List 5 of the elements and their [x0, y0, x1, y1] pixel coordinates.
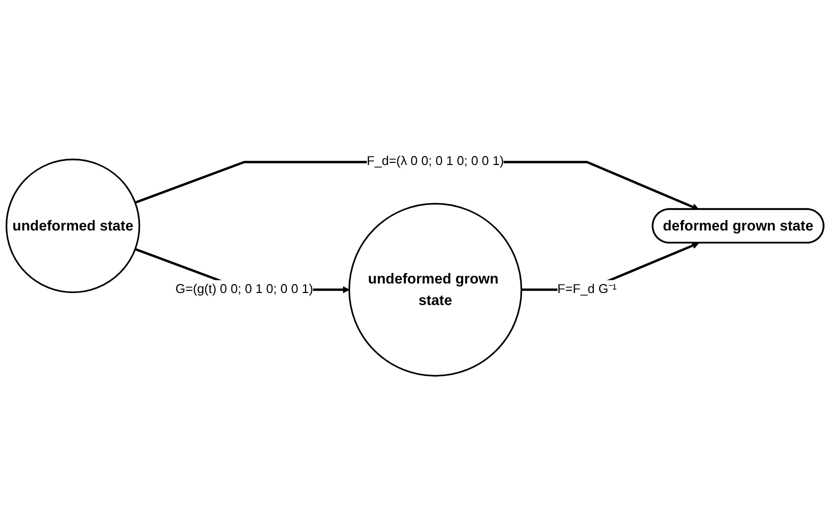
edge-label: F=F_d G⁻¹	[557, 282, 617, 297]
node-circle: undeformed grown state	[348, 203, 522, 377]
edge-label: F_d=(λ 0 0; 0 1 0; 0 0 1)	[366, 155, 504, 169]
edge-label: G=(g(t) 0 0; 0 1 0; 0 0 1)	[175, 282, 314, 297]
node-circle: undeformed state	[6, 158, 140, 294]
